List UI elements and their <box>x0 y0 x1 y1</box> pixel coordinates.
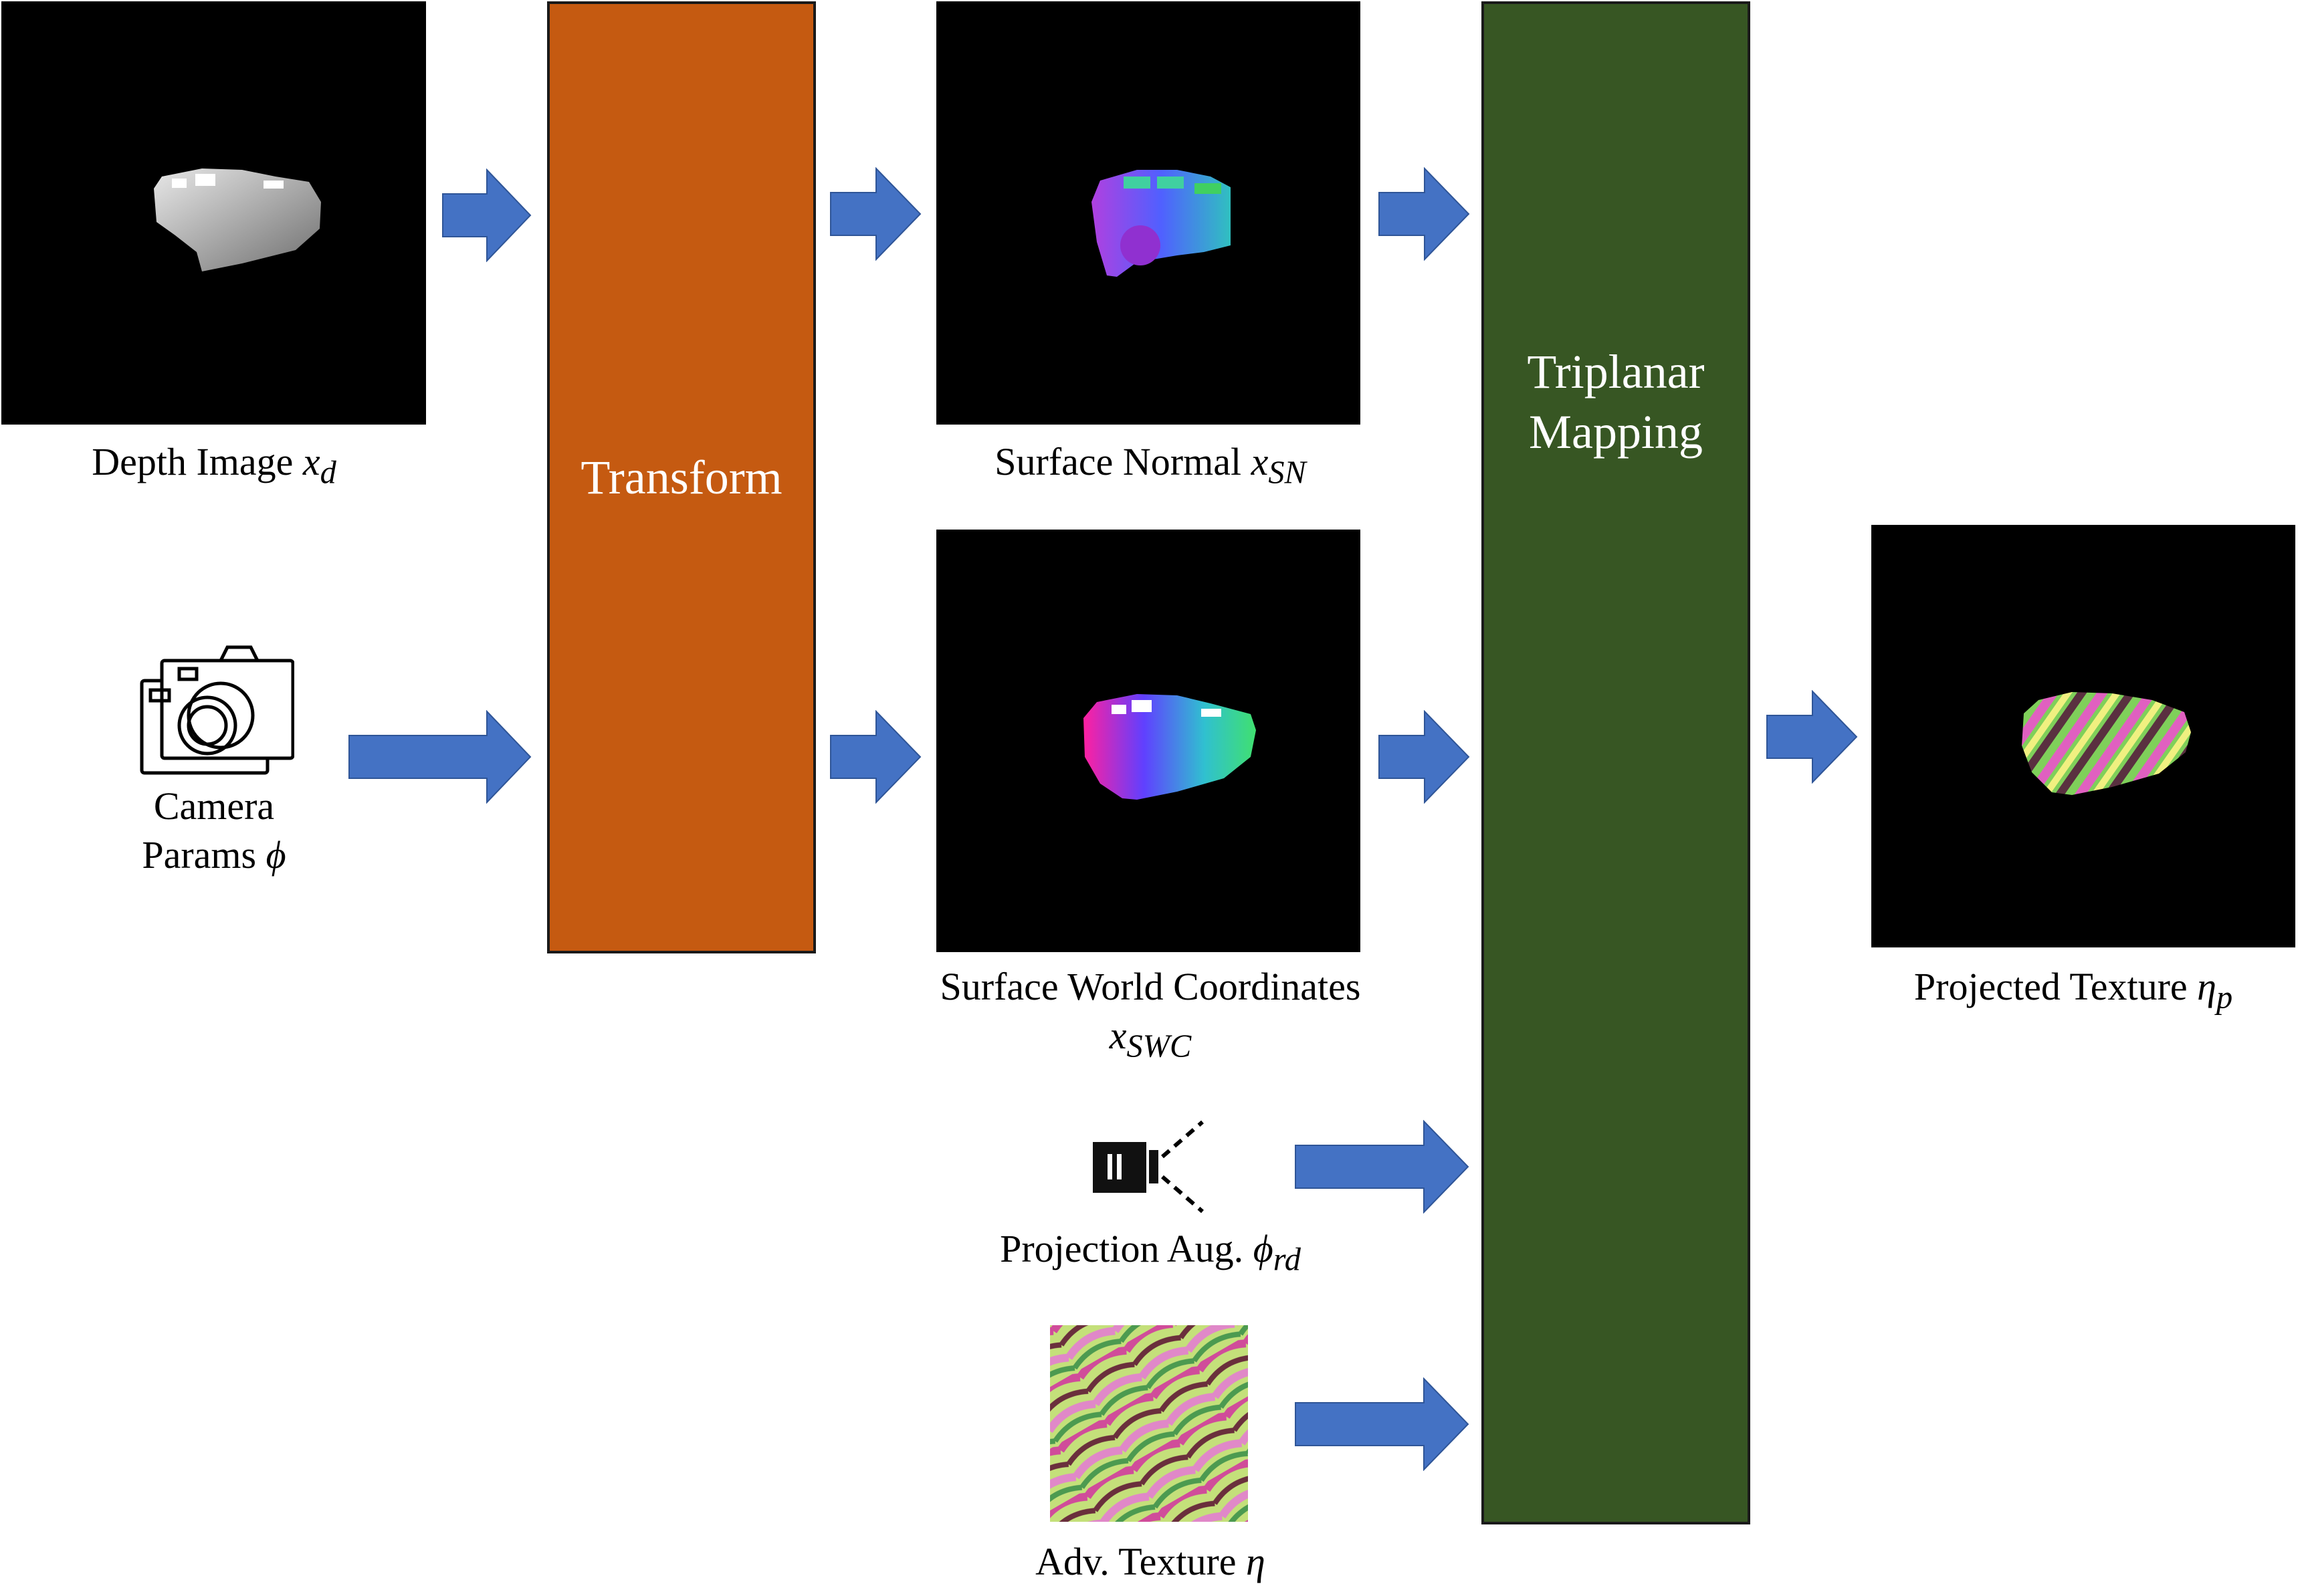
depth-symbol: x <box>302 440 320 483</box>
arrow-swc-to-triplanar <box>1378 710 1470 804</box>
transform-block: Transform <box>547 1 816 953</box>
adv-texture-label: Adv. Texture <box>1035 1540 1237 1583</box>
proj-tex-subscript: p <box>2216 980 2233 1016</box>
swc-symbol-wrap: xSWC <box>890 1012 1411 1067</box>
surface-normal-panel <box>936 1 1360 425</box>
arrow-transform-to-surface-normal <box>829 167 922 261</box>
arrow-adv-texture-to-triplanar <box>1294 1377 1469 1471</box>
proj-subscript: rd <box>1273 1242 1301 1278</box>
adv-texture-image <box>1050 1325 1248 1522</box>
swc-subscript: SWC <box>1126 1028 1192 1064</box>
swc-caption: Surface World Coordinates xSWC <box>890 963 1411 1067</box>
transform-label: Transform <box>581 451 782 504</box>
depth-car-image <box>154 168 321 271</box>
swc-car-image <box>1083 694 1256 800</box>
camera-label-line1: Camera <box>153 784 275 828</box>
sn-subscript: SN <box>1268 455 1306 491</box>
projected-texture-caption: Projected Texture ηp <box>1846 963 2301 1018</box>
surface-world-coordinates-panel <box>936 530 1360 952</box>
projection-aug-caption: Projection Aug. ϕrd <box>923 1225 1378 1280</box>
depth-image-caption: Depth Image xd <box>0 438 428 493</box>
projected-texture-car-image <box>2022 692 2191 795</box>
camera-caption: Camera Params ϕ <box>80 782 348 879</box>
arrow-surface-normal-to-triplanar <box>1378 167 1470 261</box>
proj-symbol: ϕ <box>1253 1227 1273 1270</box>
triplanar-label: Triplanar Mapping <box>1527 345 1705 459</box>
depth-image-panel <box>1 1 426 425</box>
projection-aug-label: Projection Aug. <box>1000 1227 1244 1270</box>
swc-symbol: x <box>1109 1013 1127 1057</box>
proj-tex-symbol: η <box>2197 965 2216 1008</box>
camera-icon <box>134 642 294 776</box>
camera-label-line2-wrap: Params ϕ <box>80 831 348 880</box>
depth-subscript: d <box>320 455 336 491</box>
sn-symbol: x <box>1251 440 1269 483</box>
surface-normal-label: Surface Normal <box>995 440 1242 483</box>
depth-image-label: Depth Image <box>92 440 294 483</box>
camera-label-line2: Params <box>142 832 257 877</box>
surface-normal-car-image <box>1091 170 1231 277</box>
arrow-depth-to-transform <box>441 168 532 262</box>
arrow-triplanar-to-projected-texture <box>1766 690 1858 784</box>
camera-symbol: ϕ <box>266 832 286 877</box>
arrow-projection-aug-to-triplanar <box>1294 1120 1469 1214</box>
arrow-camera-to-transform <box>348 710 532 804</box>
projector-icon <box>1090 1117 1211 1217</box>
projected-texture-panel <box>1871 525 2295 947</box>
adv-symbol: η <box>1246 1540 1265 1583</box>
swc-label: Surface World Coordinates <box>940 965 1361 1008</box>
triplanar-mapping-block: Triplanar Mapping <box>1481 1 1750 1524</box>
arrow-transform-to-swc <box>829 710 922 804</box>
surface-normal-caption: Surface Normal xSN <box>923 438 1378 493</box>
adv-texture-caption: Adv. Texture η <box>936 1538 1364 1587</box>
projected-texture-label: Projected Texture <box>1913 965 2188 1008</box>
